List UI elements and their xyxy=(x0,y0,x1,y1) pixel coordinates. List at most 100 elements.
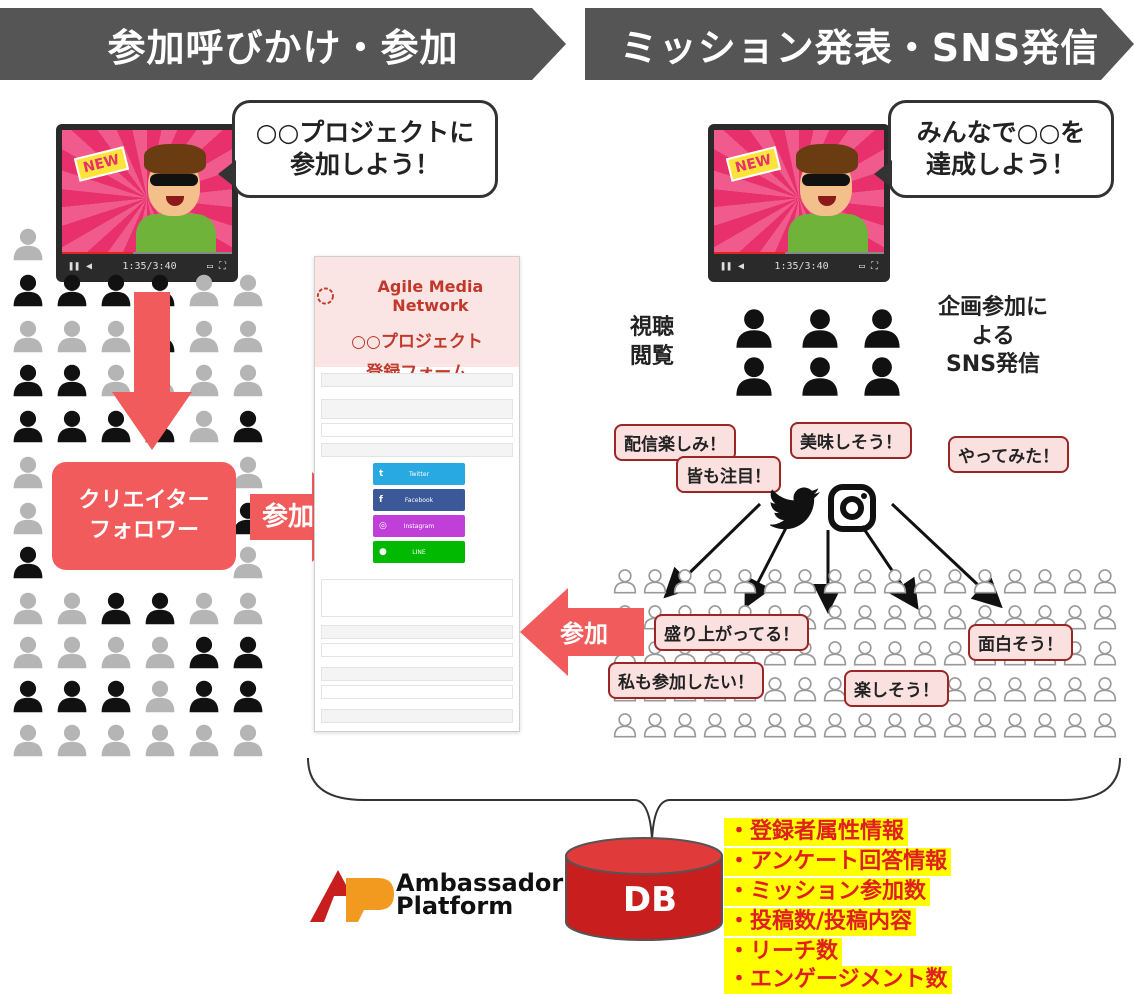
person-icon xyxy=(798,354,842,398)
form-brand: Agile Media Network xyxy=(315,277,519,315)
speech-bubble-right: みんなで○○を 達成しよう！ xyxy=(888,100,1114,198)
person-icon xyxy=(642,568,668,594)
brace xyxy=(307,757,1121,841)
person-icon xyxy=(54,722,90,758)
video-progress[interactable] xyxy=(62,252,232,254)
play-pause-icon[interactable]: ❚❚ ◀ xyxy=(720,260,745,272)
person-icon xyxy=(54,590,90,626)
new-tag: NEW xyxy=(73,146,129,182)
person-icon xyxy=(612,712,638,738)
video-controls: ❚❚ ◀ 1:35/3:40 ▭ ⛶ xyxy=(714,256,884,276)
person-icon xyxy=(186,590,222,626)
person-icon xyxy=(822,712,848,738)
person-icon xyxy=(10,544,46,580)
reaction-bubble: 盛り上がってる！ xyxy=(654,614,810,651)
reaction-bubble: 楽しそう！ xyxy=(844,670,949,707)
person-icon xyxy=(98,634,134,670)
instagram-icon xyxy=(828,484,876,532)
form-row xyxy=(321,579,513,617)
form-row xyxy=(321,443,513,457)
person-icon xyxy=(860,306,904,350)
db-item: ・登録者属性情報 xyxy=(724,818,909,846)
fullscreen-icon[interactable]: ▭ ⛶ xyxy=(206,260,226,272)
db-item: ・ミッション参加数 xyxy=(724,878,931,906)
person-icon xyxy=(942,712,968,738)
person-icon xyxy=(762,676,788,702)
person-icon xyxy=(186,722,222,758)
person-icon xyxy=(672,568,698,594)
join-label-right: 参加 xyxy=(262,502,315,532)
reaction-bubble: 皆も注目！ xyxy=(676,456,781,493)
person-icon xyxy=(54,678,90,714)
person-icon xyxy=(98,408,134,444)
person-icon xyxy=(672,712,698,738)
person-icon xyxy=(882,568,908,594)
brand-logo-icon xyxy=(316,287,334,305)
person-icon xyxy=(1032,712,1058,738)
form-select[interactable] xyxy=(321,685,513,699)
video-time: 1:35/3:40 xyxy=(774,260,829,272)
reaction-bubble: 私も参加したい！ xyxy=(608,662,764,699)
person-icon xyxy=(822,568,848,594)
person-icon xyxy=(230,678,266,714)
person-icon xyxy=(142,722,178,758)
video-controls: ❚❚ ◀ 1:35/3:40 ▭ ⛶ xyxy=(62,256,232,276)
person-icon xyxy=(142,678,178,714)
new-tag: NEW xyxy=(725,146,781,182)
person-icon xyxy=(1032,604,1058,630)
db-label: DB xyxy=(622,880,678,920)
reaction-bubble: 面白そう！ xyxy=(968,624,1073,661)
person-icon xyxy=(1002,568,1028,594)
person-icon xyxy=(702,712,728,738)
person-icon xyxy=(972,676,998,702)
video-progress[interactable] xyxy=(714,252,884,254)
person-icon xyxy=(54,362,90,398)
instagram-button[interactable]: ◎Instagram xyxy=(373,515,465,537)
line-button[interactable]: ●LINE xyxy=(373,541,465,563)
person-icon xyxy=(10,362,46,398)
person-icon xyxy=(230,722,266,758)
db-item: ・リーチ数 xyxy=(724,938,843,966)
person-icon xyxy=(98,318,134,354)
person-icon xyxy=(792,676,818,702)
person-icon xyxy=(798,306,842,350)
database-icon xyxy=(565,837,723,941)
form-select[interactable] xyxy=(321,643,513,657)
form-row xyxy=(321,387,513,399)
video-player-right[interactable]: NEW ❚❚ ◀ 1:35/3:40 ▭ ⛶ xyxy=(708,124,890,282)
person-icon xyxy=(98,272,134,308)
join-label-left: 参加 xyxy=(560,620,608,648)
person-icon xyxy=(882,640,908,666)
person-icon xyxy=(230,318,266,354)
person-icon xyxy=(792,568,818,594)
fullscreen-icon[interactable]: ▭ ⛶ xyxy=(858,260,878,272)
banner-mission: ミッション発表・SNS発信 xyxy=(585,8,1134,80)
person-icon xyxy=(852,604,878,630)
person-icon xyxy=(10,722,46,758)
form-header: Agile Media Network ○○プロジェクト 登録フォーム xyxy=(315,257,519,383)
join-arrow-left xyxy=(520,588,644,676)
person-icon xyxy=(142,634,178,670)
person-icon xyxy=(10,500,46,536)
play-pause-icon[interactable]: ❚❚ ◀ xyxy=(68,260,93,272)
person-icon xyxy=(230,634,266,670)
person-icon xyxy=(1092,676,1118,702)
creator-follower-box: クリエイター フォロワー xyxy=(52,462,236,570)
person-icon xyxy=(972,712,998,738)
person-icon xyxy=(732,306,776,350)
person-icon xyxy=(882,712,908,738)
person-icon xyxy=(762,568,788,594)
person-icon xyxy=(882,604,908,630)
person-icon xyxy=(98,678,134,714)
video-player-left[interactable]: NEW ❚❚ ◀ 1:35/3:40 ▭ ⛶ xyxy=(56,124,238,282)
diffusion-arrows xyxy=(663,502,1003,614)
person-icon xyxy=(10,590,46,626)
person-icon xyxy=(186,362,222,398)
form-input[interactable] xyxy=(321,423,513,437)
form-row xyxy=(321,399,513,419)
person-icon xyxy=(912,604,938,630)
video-screen: NEW xyxy=(62,130,232,254)
platform-name: Ambassador Platform xyxy=(396,869,564,920)
